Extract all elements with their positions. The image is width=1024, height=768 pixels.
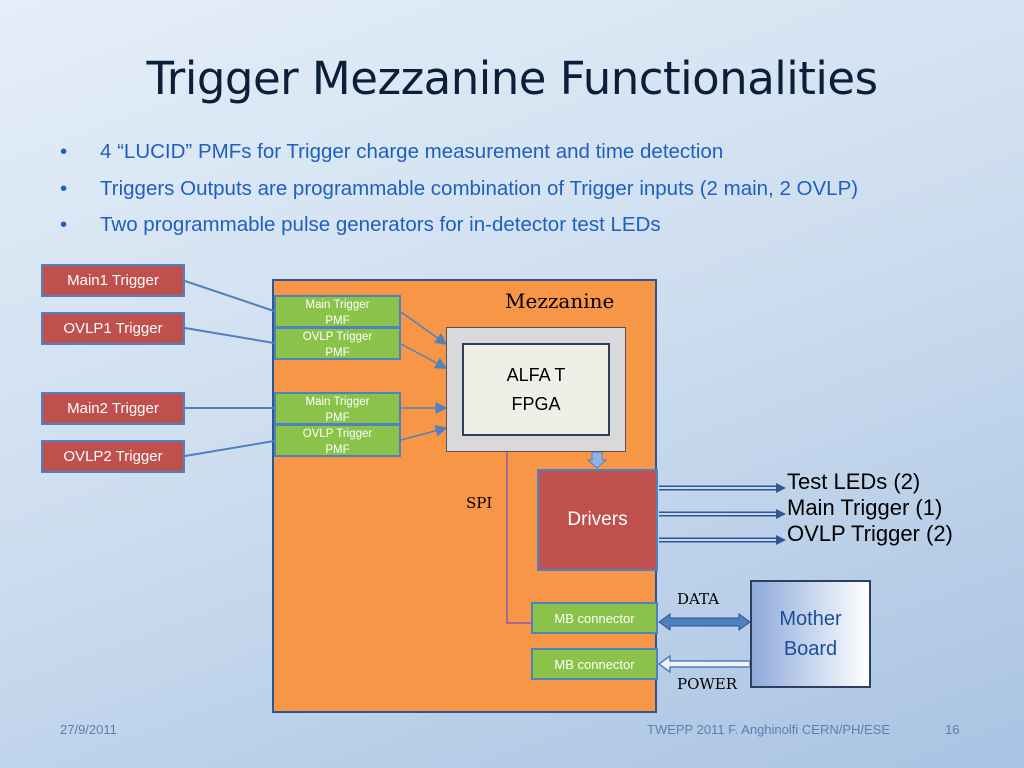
pmf-main-2: Main Trigger PMF (274, 392, 401, 425)
spi-label: SPI (466, 494, 493, 512)
driver-output-arrows (659, 483, 786, 545)
wire-pmf2-to-fpga (400, 343, 448, 369)
mezzanine-label: Mezzanine (505, 289, 615, 313)
wire-pmf4-to-fpga (400, 424, 448, 441)
footer-page-number: 16 (945, 722, 960, 737)
pmf-label: Main Trigger (305, 396, 370, 408)
bullet-dot-icon: • (60, 140, 68, 163)
drivers-box: Drivers (537, 469, 658, 571)
bullet-text: 4 “LUCID” PMFs for Trigger charge measur… (100, 140, 724, 163)
pmf-ovlp-2: OVLP Trigger PMF (274, 424, 401, 457)
drivers-label: Drivers (567, 509, 628, 530)
pmf-label: PMF (325, 315, 350, 327)
pmf-label: PMF (325, 347, 350, 359)
bullet-dot-icon: • (60, 213, 68, 236)
slide-title: Trigger Mezzanine Functionalities (146, 52, 878, 105)
bullet-text: Two programmable pulse generators for in… (100, 213, 661, 236)
output-main-trigger: Main Trigger (1) (787, 495, 943, 520)
arrow-fpga-to-drivers (586, 451, 608, 469)
pmf-label: Main Trigger (305, 299, 370, 311)
pmf-main-1: Main Trigger PMF (274, 295, 401, 328)
mb-connector-data: MB connector (531, 602, 658, 634)
bullet-item: • 4 “LUCID” PMFs for Trigger charge meas… (60, 138, 1000, 175)
mb-connector-power: MB connector (531, 648, 658, 680)
data-label: DATA (677, 590, 720, 608)
fpga-label-line2: FPGA (511, 393, 561, 414)
bullet-text: Triggers Outputs are programmable combin… (100, 176, 859, 200)
output-test-leds: Test LEDs (2) (787, 469, 921, 494)
footer-date: 27/9/2011 (60, 722, 117, 737)
input-main2-trigger: Main2 Trigger (41, 392, 185, 425)
fpga-box: ALFA T FPGA (462, 343, 610, 436)
power-arrow (657, 654, 751, 674)
power-label: POWER (677, 675, 738, 693)
pmf-label: PMF (325, 412, 350, 424)
fpga-label-line1: ALFA T (506, 364, 566, 385)
bullet-item: • Two programmable pulse generators for … (60, 211, 1000, 248)
mother-board-box: Mother Board (750, 580, 871, 688)
bullet-dot-icon: • (60, 176, 68, 200)
wire-main1-to-pmf (184, 280, 275, 312)
bullet-item: • Triggers Outputs are programmable comb… (60, 175, 1000, 212)
mother-board-label-line1: Mother (779, 608, 842, 630)
wire-spi (506, 452, 531, 624)
input-ovlp2-trigger: OVLP2 Trigger (41, 440, 185, 473)
wire-pmf1-to-fpga (400, 311, 448, 345)
pmf-label: OVLP Trigger (302, 331, 373, 343)
data-arrow (658, 613, 751, 631)
mother-board-label-line2: Board (783, 638, 838, 660)
footer-source: TWEPP 2011 F. Anghinolfi CERN/PH/ESE (647, 722, 891, 737)
input-ovlp1-trigger: OVLP1 Trigger (41, 312, 185, 345)
pmf-label: OVLP Trigger (302, 428, 373, 440)
pmf-label: PMF (325, 444, 350, 456)
pmf-ovlp-1: OVLP Trigger PMF (274, 327, 401, 360)
wire-ovlp1-to-pmf (184, 327, 275, 344)
wire-ovlp2-to-pmf (184, 440, 275, 457)
bullet-list: • 4 “LUCID” PMFs for Trigger charge meas… (60, 138, 1000, 248)
input-main1-trigger: Main1 Trigger (41, 264, 185, 297)
output-ovlp-trigger: OVLP Trigger (2) (787, 521, 953, 546)
